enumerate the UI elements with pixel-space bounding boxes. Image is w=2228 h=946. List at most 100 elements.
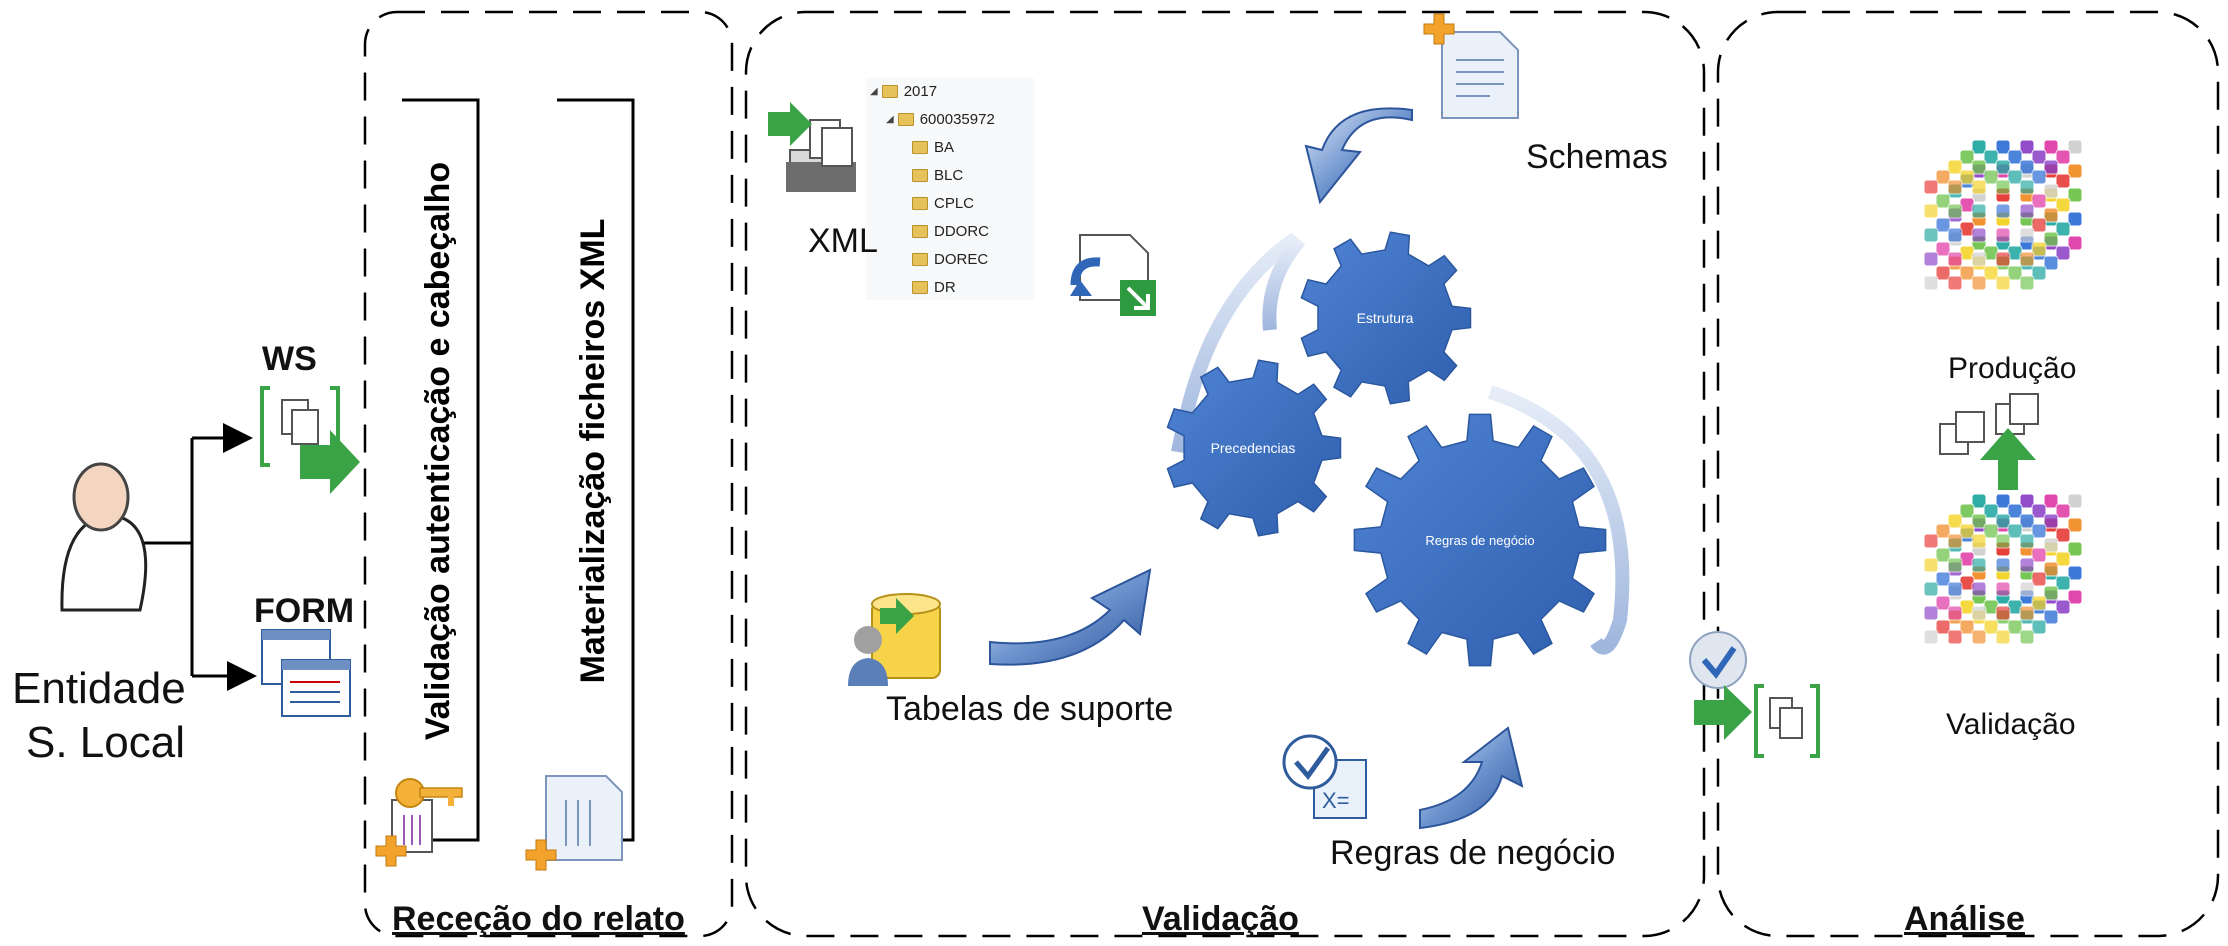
database-user-icon: [848, 593, 941, 686]
cube-block: [2007, 149, 2023, 165]
cube-block: [1995, 227, 2011, 243]
svg-text:X=: X=: [1322, 788, 1350, 813]
schemas-label: Schemas: [1526, 138, 1668, 176]
cube-block: [2031, 571, 2047, 587]
step2-label: Materialização ficheiros XML: [574, 218, 612, 684]
person-icon: [60, 462, 148, 612]
cube-block: [1995, 493, 2011, 509]
cube-block: [2019, 275, 2035, 291]
cube-block: [1923, 605, 1939, 621]
cube-block: [2067, 517, 2083, 533]
cube-block: [2031, 547, 2047, 563]
cube-block: [2019, 581, 2035, 597]
cube-block: [2031, 523, 2047, 539]
cube-block: [2031, 241, 2047, 257]
tree-child[interactable]: ◢600035972: [886, 110, 995, 128]
cube-block: [1983, 169, 1999, 185]
cube-block: [2019, 179, 2035, 195]
cube-block: [1923, 179, 1939, 195]
cube-block: [1983, 523, 1999, 539]
cube-block: [2043, 585, 2059, 601]
cube-block: [2067, 211, 2083, 227]
tree-folder[interactable]: DR: [912, 276, 956, 298]
cube-block: [2007, 503, 2023, 519]
cube-block: [2019, 605, 2035, 621]
cube-block: [2031, 193, 2047, 209]
schemas-curved-arrow: [1304, 107, 1413, 205]
cube-block: [1971, 581, 1987, 597]
cube-block: [2067, 541, 2083, 557]
cube-block: [1971, 139, 1987, 155]
section-title-rececao: Receção do relato: [392, 900, 685, 938]
cube-block: [1947, 227, 1963, 243]
validacao-cube-icon: [1923, 493, 2083, 645]
cycle-arc-top: [1262, 235, 1306, 331]
cube-block: [2031, 265, 2047, 281]
cube-block: [1947, 275, 1963, 291]
step1-box: [402, 98, 480, 842]
actor-label-line2: S. Local: [26, 718, 185, 767]
cube-block: [2031, 503, 2047, 519]
cube-block: [1971, 227, 1987, 243]
promote-icon: [1939, 393, 2039, 490]
cube-block: [1995, 629, 2011, 645]
cube-block: [1923, 251, 1939, 267]
actor-label-line1: Entidade: [12, 664, 186, 713]
tree-root[interactable]: ◢2017: [870, 82, 938, 100]
cube-block: [2007, 169, 2023, 185]
tree-folder[interactable]: CPLC: [912, 192, 974, 214]
cube-block: [1935, 169, 1951, 185]
producao-cube-icon: [1923, 139, 2083, 291]
cube-block: [2007, 619, 2023, 635]
cube-block: [2055, 245, 2071, 261]
producao-label: Produção: [1948, 352, 2077, 385]
cube-block: [2043, 537, 2059, 553]
cube-block: [2055, 575, 2071, 591]
cube-block: [1983, 265, 1999, 281]
cube-block: [1971, 493, 1987, 509]
step1-label: Validação autenticação e cabeçalho: [419, 161, 457, 741]
tree-folder[interactable]: DOREC: [912, 248, 988, 270]
cube-block: [2031, 169, 2047, 185]
cube-block: [1995, 557, 2011, 573]
cube-block: [1995, 179, 2011, 195]
section-analise-border: [1716, 10, 2220, 938]
cube-block: [2031, 595, 2047, 611]
regras-label: Regras de negócio: [1330, 834, 1616, 872]
cube-block: [2031, 217, 2047, 233]
cube-block: [2043, 159, 2059, 175]
cube-block: [2067, 493, 2083, 509]
cube-block: [2007, 523, 2023, 539]
cube-block: [2019, 251, 2035, 267]
cube-block: [2043, 139, 2059, 155]
cube-block: [2055, 599, 2071, 615]
ws-label: WS: [262, 340, 317, 378]
cube-block: [1971, 629, 1987, 645]
tree-folder[interactable]: DDORC: [912, 220, 989, 242]
cube-block: [1959, 265, 1975, 281]
cube-block: [2067, 163, 2083, 179]
cube-block: [2019, 159, 2035, 175]
gear-precedencias: [1166, 359, 1342, 537]
xml-document-icon: [525, 775, 623, 871]
cube-block: [1947, 251, 1963, 267]
cube-block: [1983, 503, 1999, 519]
cube-block: [1971, 179, 1987, 195]
cube-block: [1935, 265, 1951, 281]
cube-block: [1995, 275, 2011, 291]
cube-block: [2043, 493, 2059, 509]
tree-folder[interactable]: BA: [912, 136, 954, 158]
cube-block: [1947, 629, 1963, 645]
gear-regras-label: Regras de negócio: [1425, 533, 1534, 548]
cube-block: [1947, 159, 1963, 175]
cube-block: [1971, 513, 1987, 529]
tree-folder[interactable]: BLC: [912, 164, 963, 186]
cube-block: [2019, 513, 2035, 529]
cube-block: [1923, 581, 1939, 597]
cube-block: [2055, 197, 2071, 213]
cube-block: [1947, 581, 1963, 597]
cube-block: [2019, 493, 2035, 509]
cube-block: [2055, 503, 2071, 519]
cube-block: [1923, 533, 1939, 549]
cube-block: [2067, 139, 2083, 155]
